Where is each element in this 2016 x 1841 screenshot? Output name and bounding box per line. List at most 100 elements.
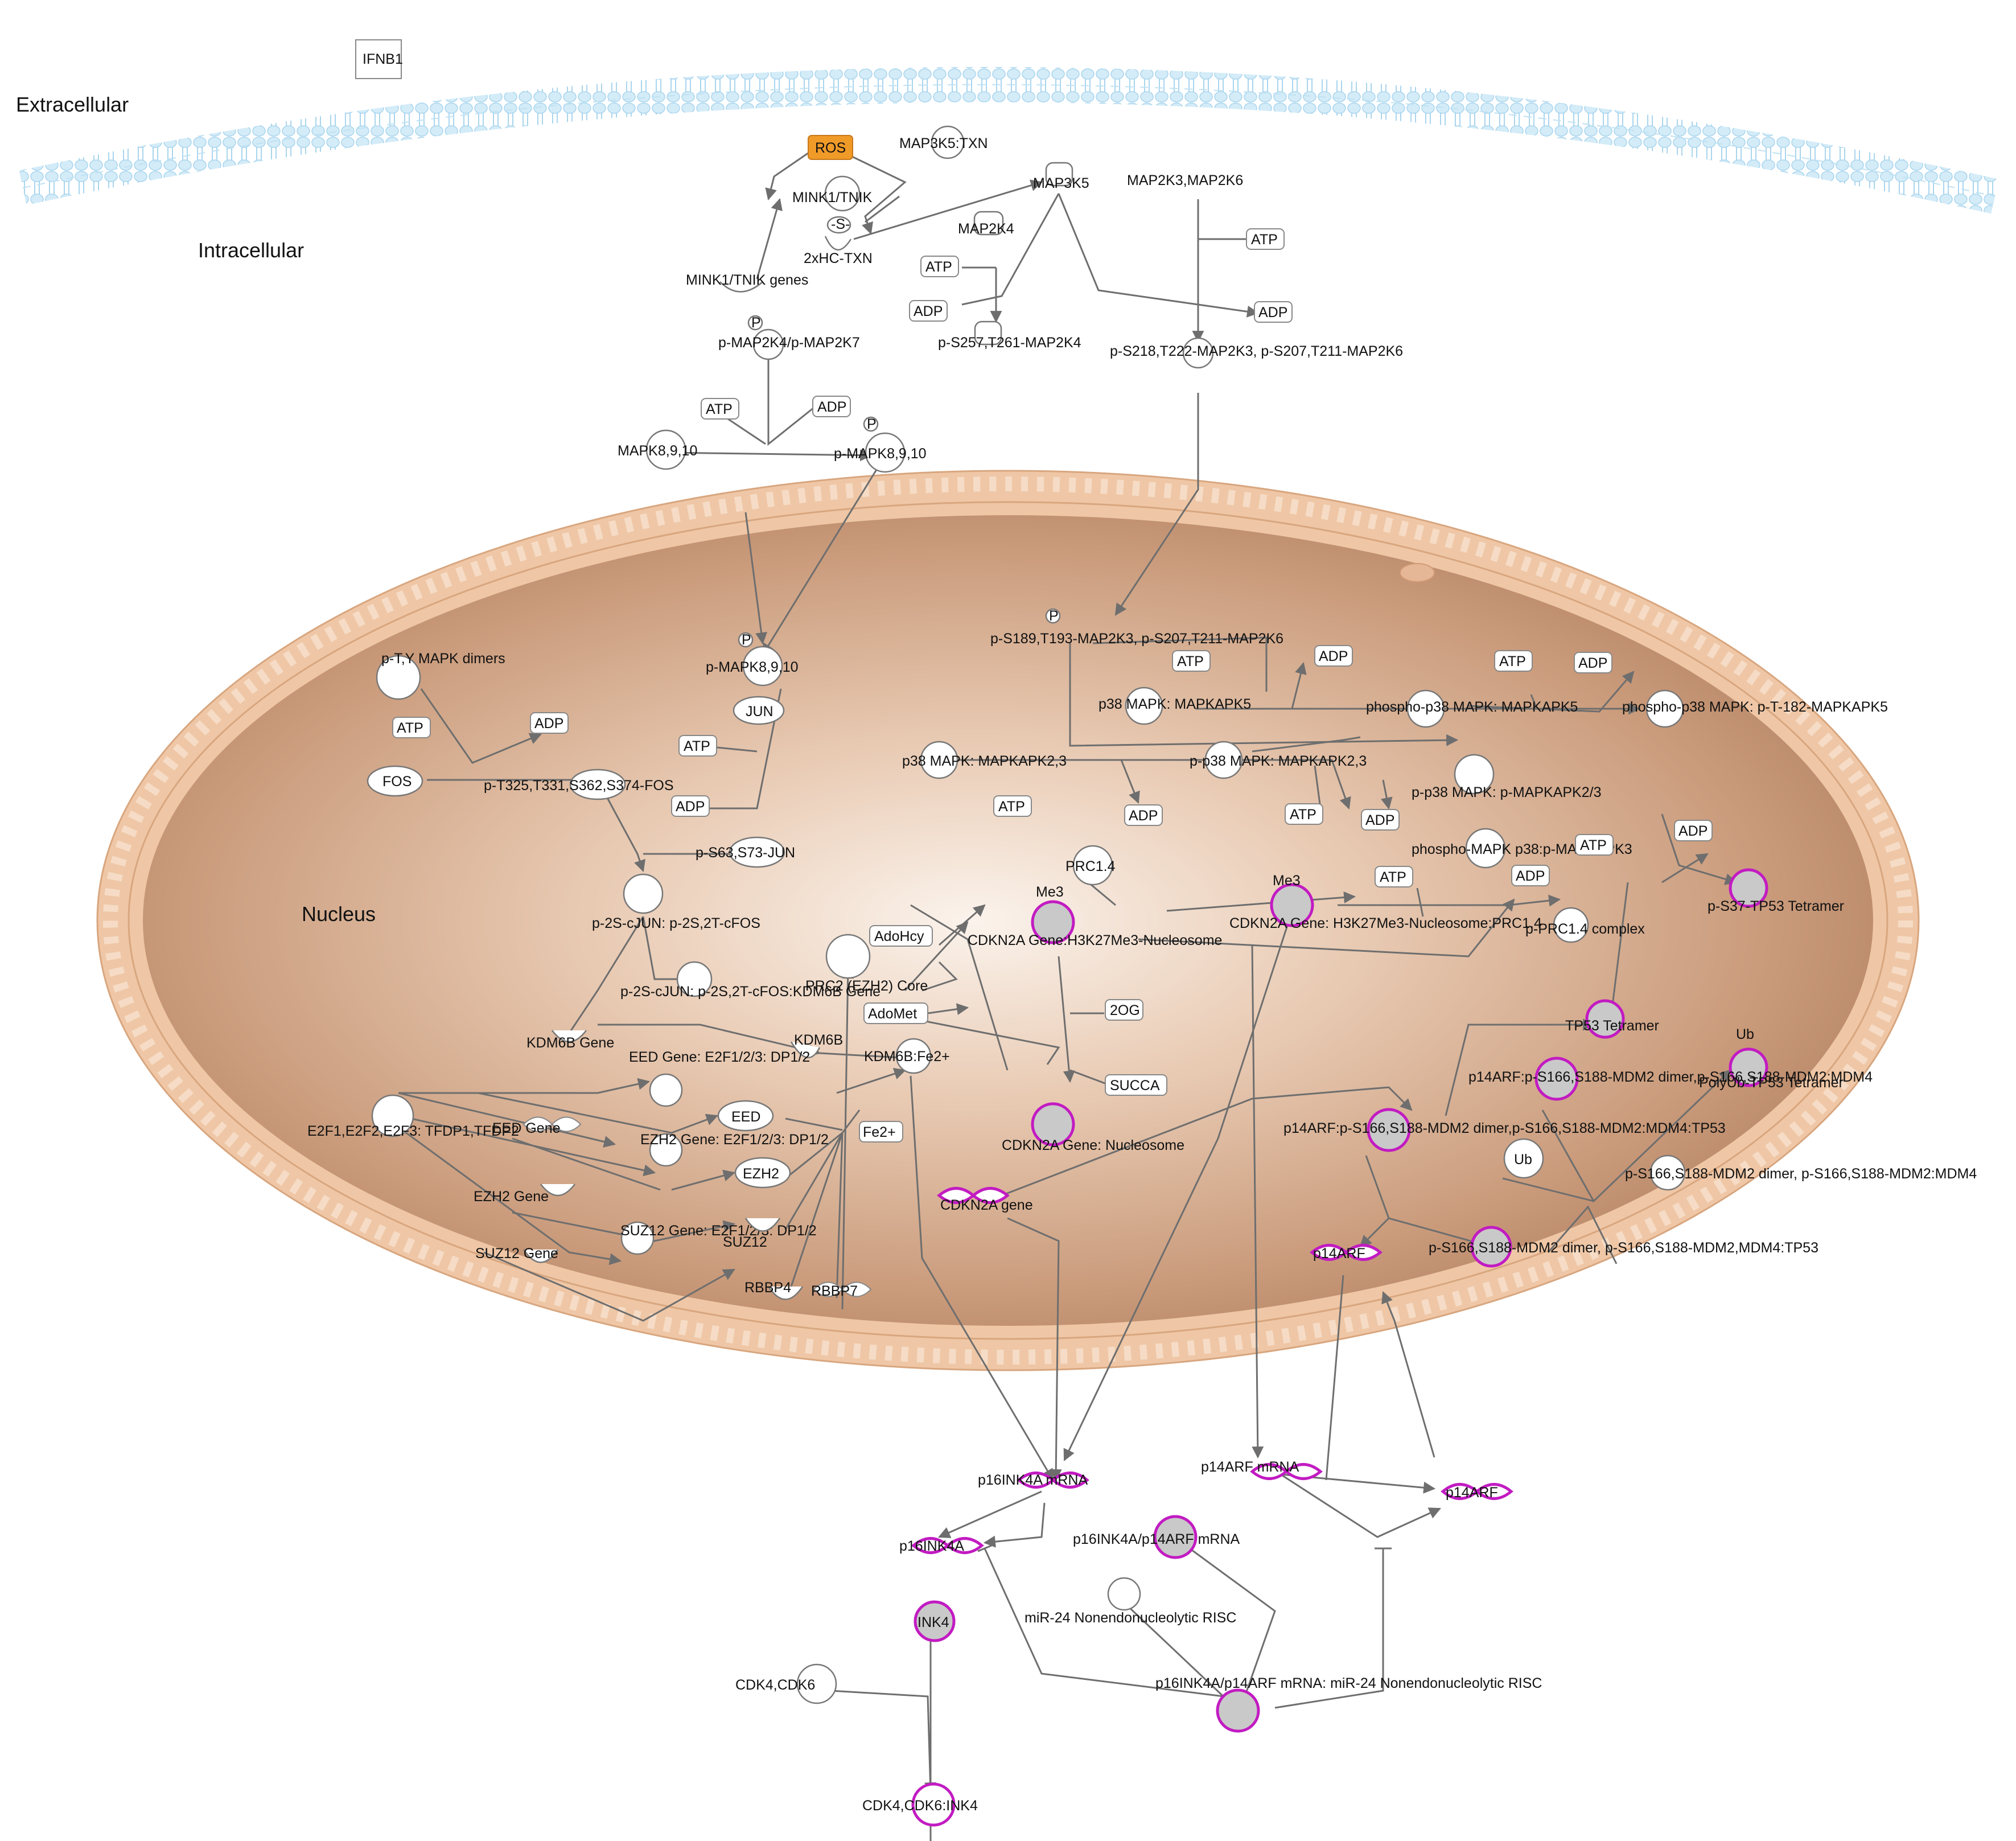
mapk8-node[interactable] [645,429,686,470]
p16mrna-node[interactable] [1017,1472,1089,1489]
prc2-node[interactable] [825,934,871,979]
ptymapk-node[interactable] [376,655,421,700]
ps257-node[interactable] [974,320,1002,346]
adp8-node[interactable] [1574,652,1612,673]
eedcomp-node[interactable] [649,1073,683,1107]
pmapk8n-node[interactable] [742,646,783,687]
map3k5-node[interactable] [1045,162,1073,187]
p14mrna-node[interactable] [1250,1463,1323,1480]
polyub-node[interactable] [1729,1047,1768,1087]
adp7-node[interactable] [1314,645,1353,667]
pp38k23-node[interactable] [1204,741,1243,779]
cdkn2anuc-node[interactable] [1031,1102,1075,1146]
me3-mark: Me3 [1273,873,1301,889]
fos-node[interactable] [367,765,423,797]
atp5-node[interactable] [392,717,431,738]
pmap2k4-node[interactable] [752,328,784,360]
cdkn2agene-node[interactable] [937,1187,1010,1204]
pmapk8-node[interactable] [865,432,906,473]
p16risc-node[interactable] [1216,1688,1260,1733]
ub-node[interactable] [1503,1138,1544,1179]
mink1-node[interactable] [824,175,861,212]
ezh2-node[interactable] [734,1157,791,1189]
kdm6bg-node[interactable] [552,1030,587,1043]
ifnb1-node[interactable] [355,39,402,79]
atp4-node[interactable] [678,735,717,757]
s-node[interactable] [826,216,851,234]
ink4-node[interactable] [914,1600,956,1642]
p38k5-node[interactable] [1125,687,1163,725]
pfos-node[interactable] [569,769,626,800]
atp10-node[interactable] [1285,803,1323,825]
adohcy-node[interactable] [869,925,933,947]
kdm6b-node[interactable] [790,1041,821,1058]
kdmfe-node[interactable] [895,1038,932,1074]
adp3-node[interactable] [812,396,851,417]
pp38pk-node[interactable] [1454,754,1495,795]
atp9-node[interactable] [993,795,1032,817]
map3k5txn-node[interactable] [931,125,965,159]
adomet-node[interactable] [863,1002,928,1024]
cdkn2ah3-node[interactable] [1031,900,1075,944]
prc14-node[interactable] [1072,845,1113,886]
tp53-node[interactable] [1585,999,1625,1039]
atp7-node[interactable] [1172,650,1211,672]
jun-node[interactable] [733,696,785,725]
pprc-node[interactable] [1553,907,1589,943]
adp11-node[interactable] [1674,820,1713,841]
atp6-node[interactable] [1375,866,1413,887]
p38k23-node[interactable] [920,741,958,779]
adp6-node[interactable] [1511,865,1550,886]
cjunkdm-node[interactable] [676,961,713,997]
e2f-node[interactable] [371,1094,414,1137]
og-node[interactable] [1105,999,1143,1021]
suz12comp-node[interactable] [620,1221,655,1255]
atp2-node[interactable] [1246,228,1285,250]
map2k3-label[interactable]: MAP2K3,MAP2K6 [1127,172,1243,188]
php38t-node[interactable] [1645,689,1684,728]
ezh2gene-node[interactable] [540,1184,575,1197]
ps218-node[interactable] [1182,337,1214,369]
suz12-node[interactable] [744,1218,781,1232]
cjun-node[interactable] [623,873,664,914]
p16-node[interactable] [911,1537,984,1554]
adp10-node[interactable] [1361,809,1400,831]
rbbp7-node[interactable] [813,1281,872,1297]
ps37-node[interactable] [1729,868,1768,908]
p16p14mrna-node[interactable] [1153,1515,1198,1559]
php38k5-node[interactable] [1406,689,1445,728]
cdkprc-node[interactable] [1270,883,1314,927]
succa-node[interactable] [1105,1074,1167,1096]
atp3-node[interactable] [701,398,739,420]
mir24-node[interactable] [1107,1577,1141,1611]
eedgene-node[interactable] [522,1116,582,1132]
pjun-node[interactable] [729,836,785,868]
php38k3-node[interactable] [1465,828,1506,869]
adp5-node[interactable] [530,712,569,734]
hctxn-node[interactable] [824,236,852,251]
adp2-node[interactable] [1254,301,1293,323]
mink1g-node[interactable] [719,281,763,293]
psmdm-node[interactable] [1649,1154,1686,1191]
adp1-node[interactable] [909,300,948,322]
ps189-label[interactable]: p-S189,T193-MAP2K3, p-S207,T211-MAP2K6 [990,631,1283,647]
adp9-node[interactable] [1124,804,1163,826]
psmdmtp-node[interactable] [1470,1226,1512,1268]
ezh2comp-node[interactable] [649,1133,683,1167]
eed-node[interactable] [717,1100,774,1132]
atp1-node[interactable] [920,256,959,277]
rbbp4-node[interactable] [767,1286,804,1300]
atp8-node[interactable] [1494,650,1533,672]
cdkink4-node[interactable] [911,1782,956,1827]
suz12gene-node[interactable] [522,1249,559,1263]
atp11-node[interactable] [1575,834,1614,856]
p14arfn-node[interactable] [1310,1244,1383,1261]
fe-node[interactable] [859,1121,903,1143]
p14arfc-node[interactable] [1441,1483,1513,1500]
adp4-node[interactable] [671,795,710,817]
p14mdmtp-node[interactable] [1367,1108,1411,1152]
p14mdm-node[interactable] [1534,1057,1579,1101]
cdk46-node[interactable] [796,1663,837,1704]
ros-node[interactable] [808,135,853,160]
map2k4-node[interactable] [973,211,1004,236]
